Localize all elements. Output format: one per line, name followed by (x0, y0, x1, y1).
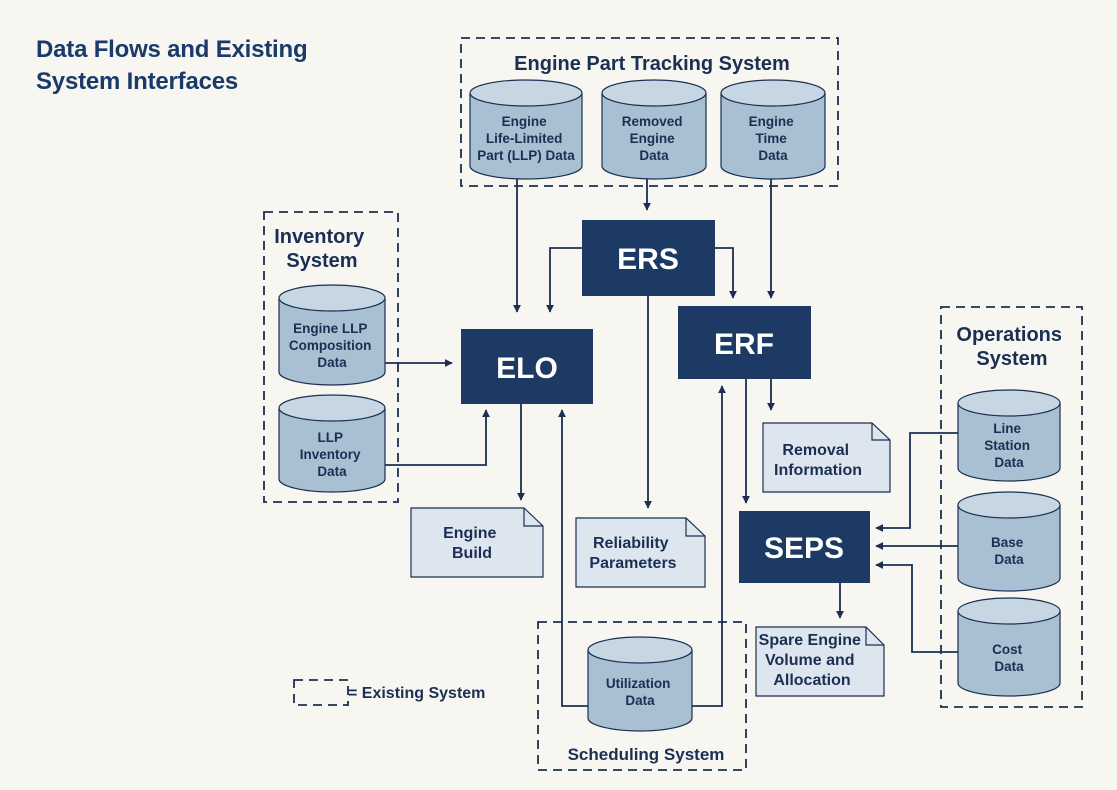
svg-text:Engine Time: Engine Time Data (749, 114, 798, 163)
page-title-line-1: Data Flows and Existing (36, 36, 308, 63)
svg-text:Spare Engine Volume: Spare Engine Volume and Allocation (759, 632, 866, 689)
svg-text:ERF: ERF (714, 328, 774, 361)
elo-process: ELO (461, 329, 593, 404)
reliability-parameters-document: Reliability Parameters (575, 517, 706, 588)
svg-text:Removal Information: Removal Information (774, 442, 862, 479)
seps-process: SEPS (739, 511, 870, 583)
scheduling-system-label: Scheduling System (568, 745, 725, 764)
inventory-system-label: Inventory System (274, 226, 370, 272)
svg-text:LLP Inventory: LLP Inventory Data (300, 430, 365, 479)
svg-text:ERS: ERS (617, 243, 679, 276)
line-station-database: Line Station Data (957, 389, 1061, 482)
engine-llp-composition-database: Engine LLP Composition Data (278, 284, 386, 386)
svg-text:Utilization Data: Utilization Data (606, 676, 674, 708)
flow-inventory-to-elo (384, 409, 490, 466)
removal-information-document: Removal Information (762, 422, 891, 493)
legend-label: = Existing System (348, 685, 485, 702)
engine-llp-database: Engine Life-Limited Part (LLP) Data (469, 79, 583, 180)
svg-text:Reliability Paramete: Reliability Parameters (589, 535, 676, 572)
svg-text:Base Data: Base Data (991, 535, 1027, 567)
llp-inventory-database: LLP Inventory Data (278, 394, 386, 493)
flow-line-station-to-seps (875, 432, 958, 532)
ers-process: ERS (582, 220, 715, 296)
spare-engine-document: Spare Engine Volume and Allocation (755, 626, 885, 697)
base-database: Base Data (957, 491, 1061, 592)
svg-text:Line Station: Line Station Data (984, 421, 1034, 470)
svg-text:Engine LLP Compositi: Engine LLP Composition Data (289, 321, 375, 370)
svg-text:Cost Data: Cost Data (992, 642, 1026, 674)
inventory-system-boundary (263, 211, 399, 503)
page-title-line-2: System Interfaces (36, 68, 239, 95)
erf-process: ERF (678, 306, 811, 379)
svg-text:ELO: ELO (496, 352, 558, 385)
engine-part-tracking-system-boundary (460, 37, 839, 187)
utilization-database: Utilization Data (587, 636, 693, 732)
page-title: Data Flows and Existing System Interface… (36, 34, 308, 98)
engine-part-tracking-system-label: Engine Part Tracking System (514, 53, 790, 75)
engine-time-database: Engine Time Data (720, 79, 826, 180)
svg-text:Removed Engine: Removed Engine Data (622, 114, 687, 163)
svg-text:SEPS: SEPS (764, 532, 844, 565)
cost-database: Cost Data (957, 597, 1061, 697)
flow-utilization-to-erf (690, 385, 726, 707)
legend-dashed-box (293, 679, 349, 706)
scheduling-system-boundary (537, 621, 747, 771)
svg-text:Engine Build: Engine Build (443, 525, 501, 562)
flow-utilization-to-elo (558, 409, 590, 707)
flow-cost-to-seps (875, 561, 958, 653)
operations-system-label: Operations System (956, 324, 1067, 370)
svg-text:Engine Life-Limited: Engine Life-Limited Part (LLP) Data (477, 114, 575, 163)
flow-ers-to-erf (715, 247, 737, 299)
engine-build-document: Engine Build (410, 507, 544, 578)
removed-engine-database: Removed Engine Data (601, 79, 707, 180)
flow-ers-to-elo (546, 247, 582, 313)
